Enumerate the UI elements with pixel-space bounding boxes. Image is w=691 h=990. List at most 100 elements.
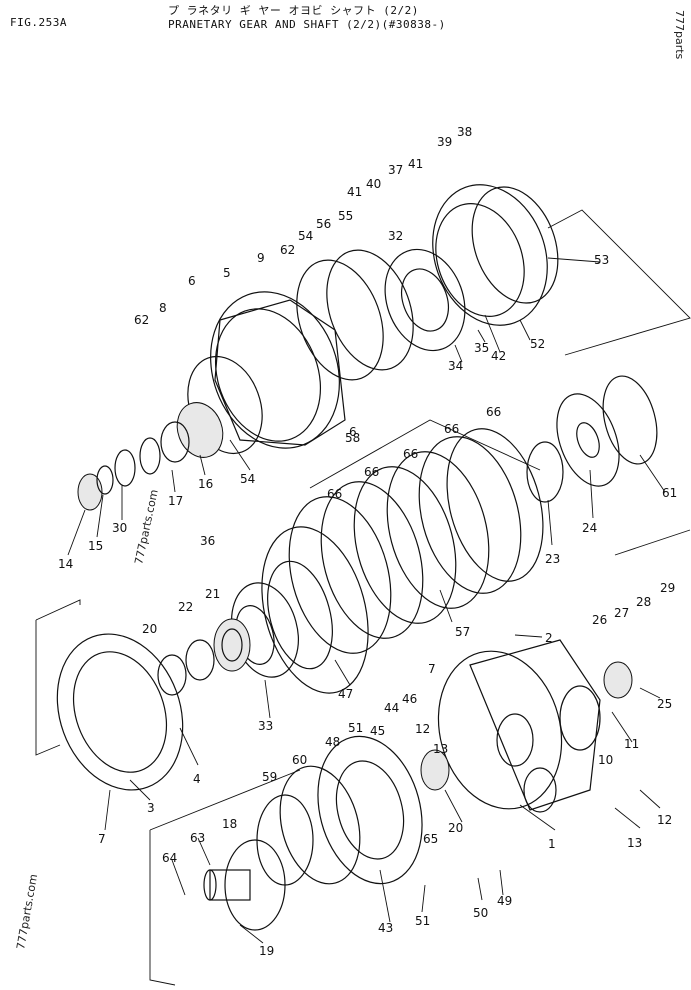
callout: 36 (200, 534, 215, 548)
housing-part-1 (437, 639, 601, 813)
callout: 65 (423, 832, 438, 846)
group-bracket-upper-right (547, 209, 691, 356)
callout: 21 (205, 587, 220, 601)
callout: 47 (338, 687, 353, 701)
callout: 50 (473, 906, 488, 920)
callout: 4 (193, 772, 201, 786)
callout: 49 (497, 894, 512, 908)
callout: 32 (388, 229, 403, 243)
callout: 41 (347, 185, 362, 199)
callout: 62 (280, 243, 295, 257)
callout: 54 (298, 229, 313, 243)
callout: 54 (240, 472, 255, 486)
watermark-top-right: 777parts (673, 10, 686, 60)
seal-part-25 (603, 661, 633, 699)
callout: 14 (58, 557, 73, 571)
callout: 38 (457, 125, 472, 139)
callout: 16 (198, 477, 213, 491)
callout: 43 (378, 921, 393, 935)
callout: 62 (134, 313, 149, 327)
callout: 9 (257, 251, 265, 265)
cover-part-10 (559, 685, 601, 751)
callout: 25 (657, 697, 672, 711)
callout: 48 (325, 735, 340, 749)
callout: 3 (147, 801, 155, 815)
callout: 2 (545, 631, 553, 645)
title-english: PRANETARY GEAR AND SHAFT (2/2)(#30838-) (168, 18, 446, 31)
callout: 44 (384, 701, 399, 715)
callout: 52 (530, 337, 545, 351)
title-japanese: プ ラネタリ ギ ヤー オヨビ シャフト (2/2) (168, 4, 419, 17)
ring-part-30 (114, 449, 136, 487)
leader-lines (67, 257, 666, 944)
ring-part-56 (326, 249, 414, 371)
callout: 20 (448, 821, 463, 835)
ring-part-20 (157, 654, 187, 696)
callout-labels: 1 2 3 4 5 6 6 7 7 8 9 10 11 12 12 13 13 … (58, 125, 677, 958)
callout: 34 (448, 359, 463, 373)
disc-pack-part-66 (288, 428, 544, 654)
watermark-middle: 777parts.com (132, 488, 161, 565)
carrier-part-43 (317, 735, 423, 885)
gear-part-16 (160, 402, 224, 463)
callout: 30 (112, 521, 127, 535)
callout: 7 (98, 832, 106, 846)
callout: 51 (415, 914, 430, 928)
ring-part-17 (139, 437, 161, 475)
callout: 56 (316, 217, 331, 231)
group-bracket-center (309, 419, 541, 489)
bearing-part-20 (420, 749, 450, 791)
callout: 26 (592, 613, 607, 627)
callout: 59 (262, 770, 277, 784)
callout: 33 (258, 719, 273, 733)
callout: 66 (486, 405, 501, 419)
callout: 57 (455, 625, 470, 639)
callout: 60 (292, 753, 307, 767)
callout: 66 (403, 447, 418, 461)
callout: 1 (548, 837, 556, 851)
callout: 66 (364, 465, 379, 479)
ring-part-54 (296, 259, 384, 381)
callout: 6 (188, 274, 196, 288)
callout: 63 (190, 831, 205, 845)
callout: 46 (402, 692, 417, 706)
callout: 13 (433, 742, 448, 756)
callout: 15 (88, 539, 103, 553)
callout: 24 (582, 521, 597, 535)
callout: 27 (614, 606, 629, 620)
ring-gear-part-52 (432, 184, 559, 326)
callout: 5 (223, 266, 231, 280)
plate-part-60 (279, 765, 361, 885)
callout: 12 (657, 813, 672, 827)
callout: 8 (159, 301, 167, 315)
snap-ring-part-23 (526, 441, 564, 503)
washer-part-24 (556, 393, 620, 487)
callout: 12 (415, 722, 430, 736)
callout: 51 (348, 721, 363, 735)
bearing-part-14 (77, 473, 103, 511)
callout: 19 (259, 944, 274, 958)
callout: 20 (142, 622, 157, 636)
callout: 35 (474, 341, 489, 355)
callout: 55 (338, 209, 353, 223)
callout: 18 (222, 817, 237, 831)
bearing-part-21 (213, 618, 251, 672)
callout: 17 (168, 494, 183, 508)
callout: 40 (366, 177, 381, 191)
callout: 29 (660, 581, 675, 595)
callout: 28 (636, 595, 651, 609)
plate-part-32 (384, 248, 466, 352)
piston-part-47 (261, 526, 369, 694)
watermark-left: 777parts.com (14, 873, 40, 950)
callout: 22 (178, 600, 193, 614)
callout: 6 (349, 425, 357, 439)
callout: 53 (594, 253, 609, 267)
snap-ring-part-15 (96, 465, 114, 495)
group-bracket-left (35, 599, 81, 756)
callout: 64 (162, 851, 177, 865)
group-bracket-lower (149, 769, 301, 986)
callout: 13 (627, 836, 642, 850)
callout: 42 (491, 349, 506, 363)
shaft-part-18 (203, 839, 286, 931)
